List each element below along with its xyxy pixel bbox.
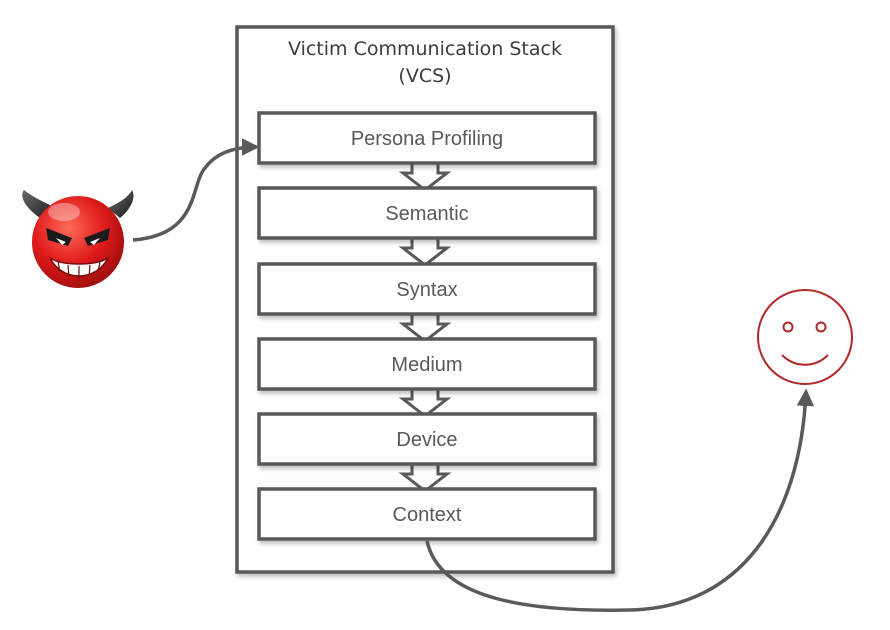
victim-arrow <box>425 388 815 612</box>
layer-label-medium: Medium <box>391 354 462 376</box>
layer-box-medium <box>257 337 597 391</box>
attacker-arrow <box>132 138 260 242</box>
stack-title-line2: (VCS) <box>398 65 451 87</box>
layer-box-device <box>257 412 597 466</box>
layer-box-persona-profiling <box>257 111 597 165</box>
stack-title-line1: Victim Communication Stack <box>288 38 562 60</box>
layer-box-context <box>257 487 597 541</box>
layer-label-device: Device <box>396 429 457 451</box>
layer-label-persona-profiling: Persona Profiling <box>351 128 503 150</box>
devil-face-icon <box>22 190 134 288</box>
layer-box-semantic <box>257 186 597 240</box>
smiley-face-icon <box>757 289 853 385</box>
layer-label-syntax: Syntax <box>396 279 457 301</box>
stack-layers: Persona Profiling Semantic Syntax Medium… <box>257 111 597 541</box>
layer-label-semantic: Semantic <box>385 203 468 225</box>
layer-label-context: Context <box>393 504 462 526</box>
layer-box-syntax <box>257 262 597 316</box>
